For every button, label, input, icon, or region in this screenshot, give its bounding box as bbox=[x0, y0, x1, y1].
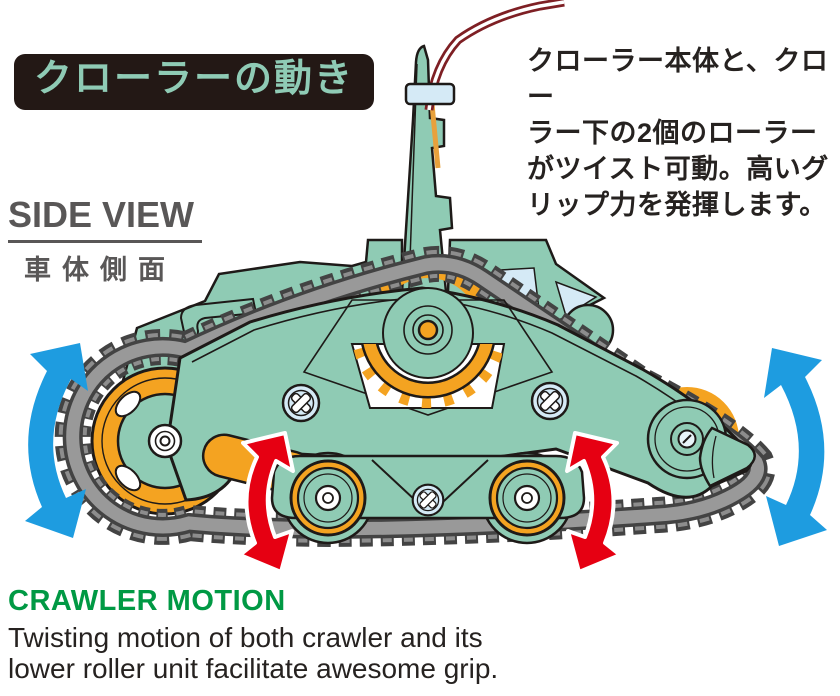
wire bbox=[424, 0, 565, 111]
red-twist-arrow-right bbox=[565, 431, 622, 574]
sprocket-window bbox=[350, 287, 506, 409]
blue-twist-arrow-right bbox=[764, 348, 827, 546]
caption-block: CRAWLER MOTION Twisting motion of both c… bbox=[8, 585, 648, 685]
antenna-mast bbox=[400, 0, 565, 294]
blue-twist-arrow-left bbox=[25, 343, 88, 538]
caption-heading: CRAWLER MOTION bbox=[8, 585, 286, 617]
phillips-screw bbox=[281, 383, 321, 423]
side-view-title: SIDE VIEW bbox=[8, 194, 203, 243]
side-view-subtitle-jp: 車体側面 bbox=[24, 255, 176, 285]
phillips-screw bbox=[530, 381, 570, 421]
title-badge: クローラーの動き bbox=[14, 54, 375, 110]
annotation-jp: クローラー本体と、クロー ラー下の2個のローラー がツイスト可動。高いグ リップ… bbox=[527, 46, 829, 220]
lower-roller-left bbox=[289, 459, 367, 537]
crawler-track bbox=[54, 245, 776, 548]
red-twist-arrow-left bbox=[238, 431, 295, 574]
wire-tail bbox=[429, 103, 441, 169]
side-view-label: SIDE VIEW 車体側面 bbox=[8, 194, 203, 287]
caption-body: Twisting motion of both crawler and its … bbox=[8, 622, 499, 685]
tail-tip bbox=[698, 426, 756, 488]
sprocket-hub bbox=[417, 319, 439, 341]
phillips-screw bbox=[411, 483, 445, 517]
left-wheel-hub bbox=[147, 423, 183, 459]
lower-roller-unit bbox=[270, 451, 586, 545]
mast-clip bbox=[404, 82, 456, 106]
lower-roller-right bbox=[488, 459, 566, 537]
